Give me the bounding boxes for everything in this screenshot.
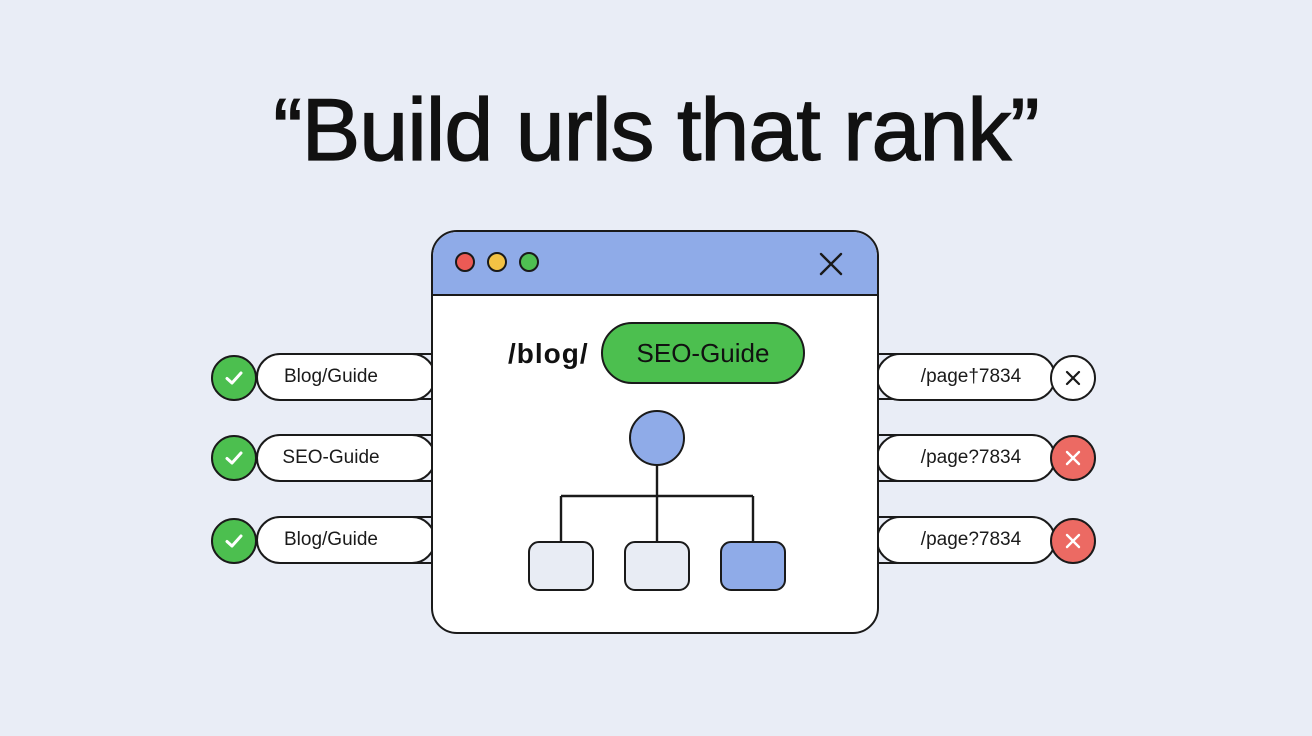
- good-url-pill: SEO-Guide: [256, 434, 436, 482]
- x-icon: [1050, 435, 1096, 481]
- bad-url-pill: /page?7834: [876, 516, 1056, 564]
- bad-url-label: /page?7834: [920, 447, 1022, 468]
- good-url-pill: Blog/Guide: [256, 516, 436, 564]
- bad-url-label: /page†7834: [920, 366, 1022, 387]
- check-icon: [211, 435, 257, 481]
- window-titlebar: [433, 232, 877, 296]
- tree-leaf-node: [528, 541, 594, 591]
- browser-window: /blog/ SEO-Guide: [431, 230, 879, 634]
- headline: “Build urls that rank”: [273, 79, 1041, 179]
- check-icon: [211, 355, 257, 401]
- check-icon: [211, 518, 257, 564]
- tree-root-node: [629, 410, 685, 466]
- bad-url-label: /page?7834: [920, 529, 1022, 550]
- url-prefix: /blog/: [508, 338, 589, 369]
- tree-leaf-node: [624, 541, 690, 591]
- red-dot-icon[interactable]: [455, 252, 475, 272]
- good-url-label: SEO-Guide: [282, 447, 380, 468]
- good-url-label: Blog/Guide: [283, 529, 378, 550]
- yellow-dot-icon[interactable]: [487, 252, 507, 272]
- x-icon: [1050, 355, 1096, 401]
- url-slug: SEO-Guide: [636, 337, 770, 368]
- bad-url-pill: /page?7834: [876, 434, 1056, 482]
- url-slug-pill: SEO-Guide: [601, 322, 805, 384]
- close-icon[interactable]: [817, 250, 845, 278]
- good-url-label: Blog/Guide: [283, 366, 378, 387]
- site-structure-tree: [528, 410, 786, 591]
- bad-url-pill: /page†7834: [876, 353, 1056, 401]
- x-icon: [1050, 518, 1096, 564]
- good-url-pill: Blog/Guide: [256, 353, 436, 401]
- tree-connector: [559, 464, 755, 544]
- tree-leaf-node-active: [720, 541, 786, 591]
- green-dot-icon[interactable]: [519, 252, 539, 272]
